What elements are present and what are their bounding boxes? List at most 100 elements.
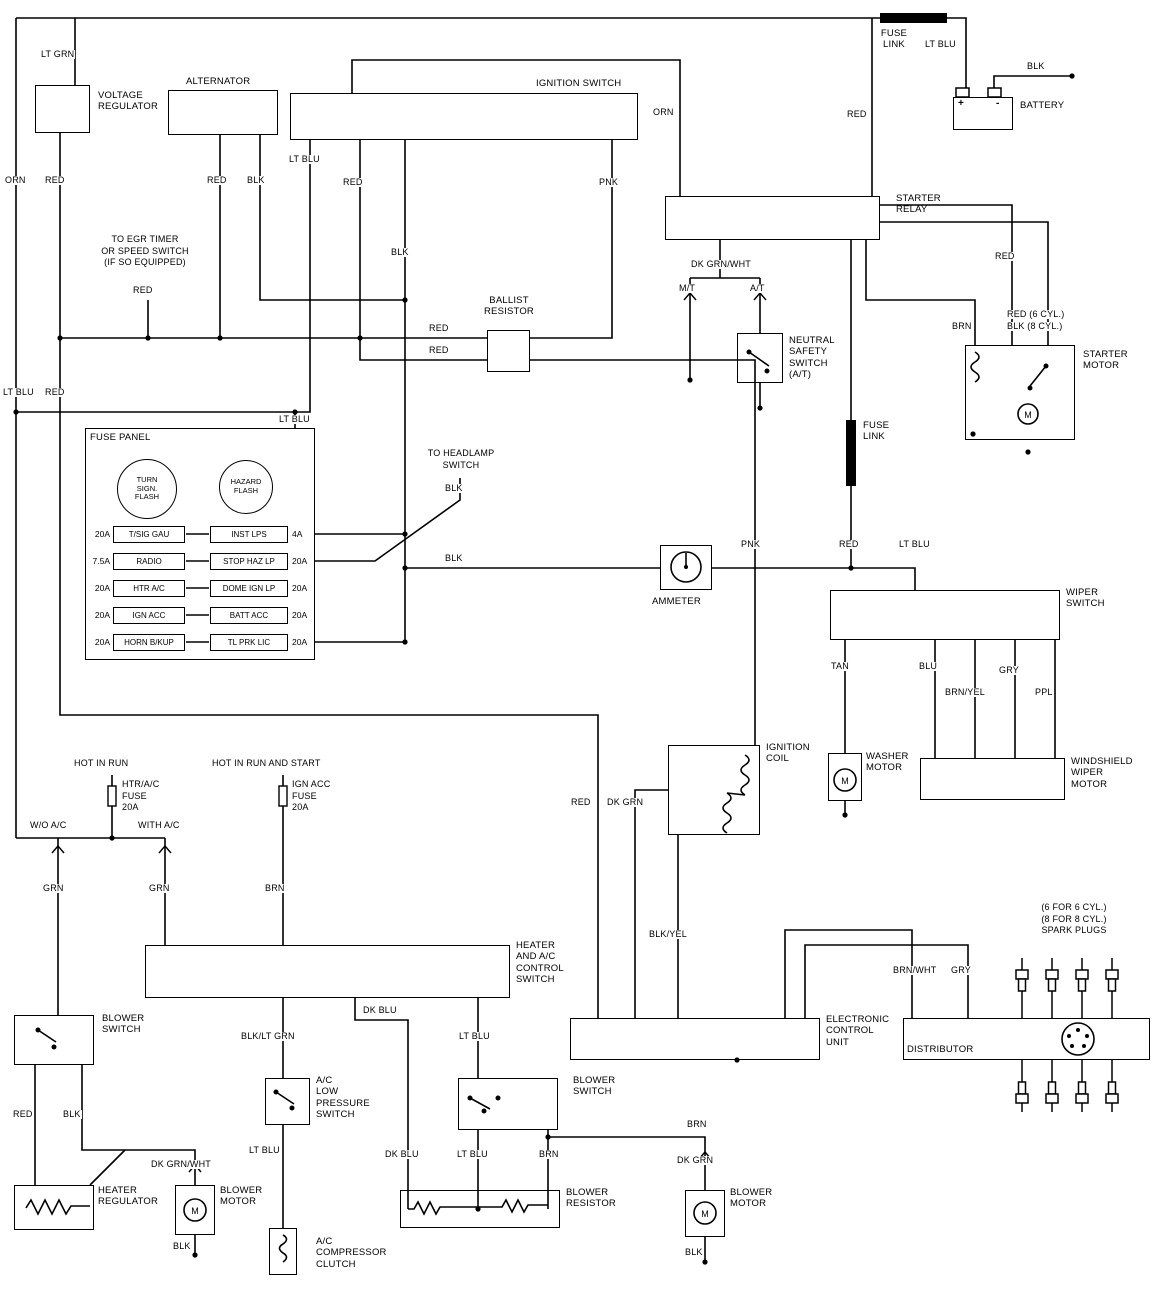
lps-switch-icon: [275, 1091, 295, 1105]
wire-label: RED: [994, 251, 1016, 261]
fuse-amp-right: 20A: [292, 583, 308, 593]
starter-switch-icon: [1029, 365, 1047, 387]
wire-label: ORN: [652, 107, 675, 117]
distributor-label: DISTRIBUTOR: [907, 1044, 974, 1055]
starter-motor-label: STARTER MOTOR: [1083, 349, 1128, 372]
fuse-amp-left: 20A: [94, 610, 110, 620]
wire-label: ORN: [4, 175, 27, 185]
annotation: TO HEADLAMP SWITCH: [420, 448, 502, 472]
annotation: WITH A/C: [138, 820, 180, 832]
wire-label: RED: [206, 175, 228, 185]
starter-solenoid-coil-icon: [970, 351, 980, 383]
battery-box: [953, 97, 1013, 130]
ac-low-pressure-switch-label: A/C LOW PRESSURE SWITCH: [316, 1075, 370, 1121]
fuse-amp-right: 20A: [292, 637, 308, 647]
battery-minus-mark: -: [996, 98, 1000, 109]
annotation: HOT IN RUN: [74, 758, 129, 770]
wire-label: BLK: [246, 175, 266, 185]
ammeter-gauge-icon: [670, 551, 702, 583]
starter-motor-box: [965, 345, 1075, 440]
ballast-resistor-label: BALLIST RESISTOR: [484, 295, 534, 318]
wire-label: RED: [44, 387, 66, 397]
spark-plugs: [1015, 957, 1119, 1113]
washer-motor-label: WASHER MOTOR: [866, 751, 909, 774]
ignition-switch-box: [290, 93, 638, 140]
wire-label: TAN: [830, 661, 850, 671]
washer-motor-symbol: M: [841, 776, 849, 786]
wire-label: LT GRN: [40, 49, 76, 59]
wire-label: BLK (8 CYL.): [1006, 321, 1064, 331]
wire-label: LT BLU: [898, 539, 931, 549]
wire-label: LT BLU: [456, 1149, 489, 1159]
wire-label: BLK: [444, 483, 464, 493]
blower-switch-left-icon: [37, 1029, 57, 1043]
windshield-wiper-motor-box: [920, 758, 1065, 800]
ballast-resistor-box: [487, 330, 530, 372]
heater-regulator-box: [14, 1185, 94, 1230]
fuse-box-left: HORN B/KUP: [113, 634, 185, 651]
wire-label: DK GRN: [606, 797, 645, 807]
wire-label: BLK: [172, 1241, 192, 1251]
wire-label: GRN: [42, 883, 65, 893]
heater-regulator-label: HEATER REGULATOR: [98, 1185, 159, 1208]
annotation: W/O A/C: [30, 820, 67, 832]
fuse-amp-right: 4A: [292, 529, 303, 539]
wire-label: DK BLU: [362, 1005, 398, 1015]
blower-motor-left-box: [175, 1185, 215, 1235]
wire-label: LT BLU: [248, 1145, 281, 1155]
battery-terminal-pos-icon: [955, 87, 970, 98]
wire-label: BRN: [538, 1149, 560, 1159]
voltage-regulator-box: [35, 85, 90, 133]
wire-label: BLK: [62, 1109, 82, 1119]
fuse-box-left: T/SIG GAU: [113, 526, 185, 543]
blower-switch-mid-icon: [469, 1097, 491, 1110]
wire-label: DK GRN: [676, 1155, 715, 1165]
distributor-box: [903, 1018, 1150, 1060]
blower-motor-right-label: BLOWER MOTOR: [730, 1187, 773, 1210]
battery-plus-mark: +: [958, 98, 964, 109]
blower-resistor-element-icon: [408, 1198, 548, 1216]
blower-motor-right-box: [685, 1190, 725, 1237]
wire-label: DK GRN/WHT: [150, 1159, 212, 1169]
wire-label: RED: [428, 345, 450, 355]
fuse-link-mid-label: FUSE LINK: [863, 420, 890, 443]
annotation: HOT IN RUN AND START: [212, 758, 321, 770]
wire-label: RED: [342, 177, 364, 187]
annotation: (6 FOR 6 CYL.) (8 FOR 8 CYL.) SPARK PLUG…: [1010, 902, 1138, 938]
wire-label: LT BLU: [2, 387, 35, 397]
annotation: HTR/A/C FUSE 20A: [122, 779, 160, 815]
wire-label: BLK: [444, 553, 464, 563]
wire-label: RED (6 CYL.): [1006, 309, 1066, 319]
fuse-amp-left: 7.5A: [92, 556, 111, 566]
wiper-switch-label: WIPER SWITCH: [1066, 587, 1105, 610]
fuse-amp-left: 20A: [94, 583, 110, 593]
ignition-coil-winding-icon: [722, 754, 750, 834]
blower-switch-mid-label: BLOWER SWITCH: [573, 1075, 616, 1098]
ign-acc-fuse-icon: [278, 785, 288, 807]
windshield-wiper-motor-label: WINDSHIELD WIPER MOTOR: [1071, 756, 1133, 790]
fuse-amp-right: 20A: [292, 610, 308, 620]
wire-label: BLK: [1026, 61, 1046, 71]
starter-motor-icon: [1017, 403, 1039, 425]
wiring-paths: [15, 17, 1072, 1262]
wire-label: BLU: [918, 661, 939, 671]
fuse-panel-title: FUSE PANEL: [90, 432, 151, 443]
blower-motor-left-icon: [183, 1198, 207, 1222]
neutral-safety-switch-box: [737, 333, 783, 383]
wire-label: BLK/YEL: [648, 929, 688, 939]
wire-label: DK BLU: [384, 1149, 420, 1159]
fuse-link-top-icon: [880, 13, 947, 23]
fuse-amp-left: 20A: [94, 529, 110, 539]
voltage-regulator-label: VOLTAGE REGULATOR: [98, 90, 159, 113]
fuse-box-right: BATT ACC: [210, 607, 288, 624]
wiper-switch-box: [830, 590, 1060, 640]
fuse-box-left: HTR A/C: [113, 580, 185, 597]
blower-resistor-label: BLOWER RESISTOR: [566, 1187, 616, 1210]
electronic-control-unit-label: ELECTRONIC CONTROL UNIT: [826, 1014, 890, 1048]
ignition-coil-label: IGNITION COIL: [766, 742, 810, 765]
neutral-safety-contact-icon: [748, 351, 770, 367]
wire-label: RED: [428, 323, 450, 333]
wire-label: A/T: [749, 283, 766, 293]
wire-label: RED: [570, 797, 592, 807]
